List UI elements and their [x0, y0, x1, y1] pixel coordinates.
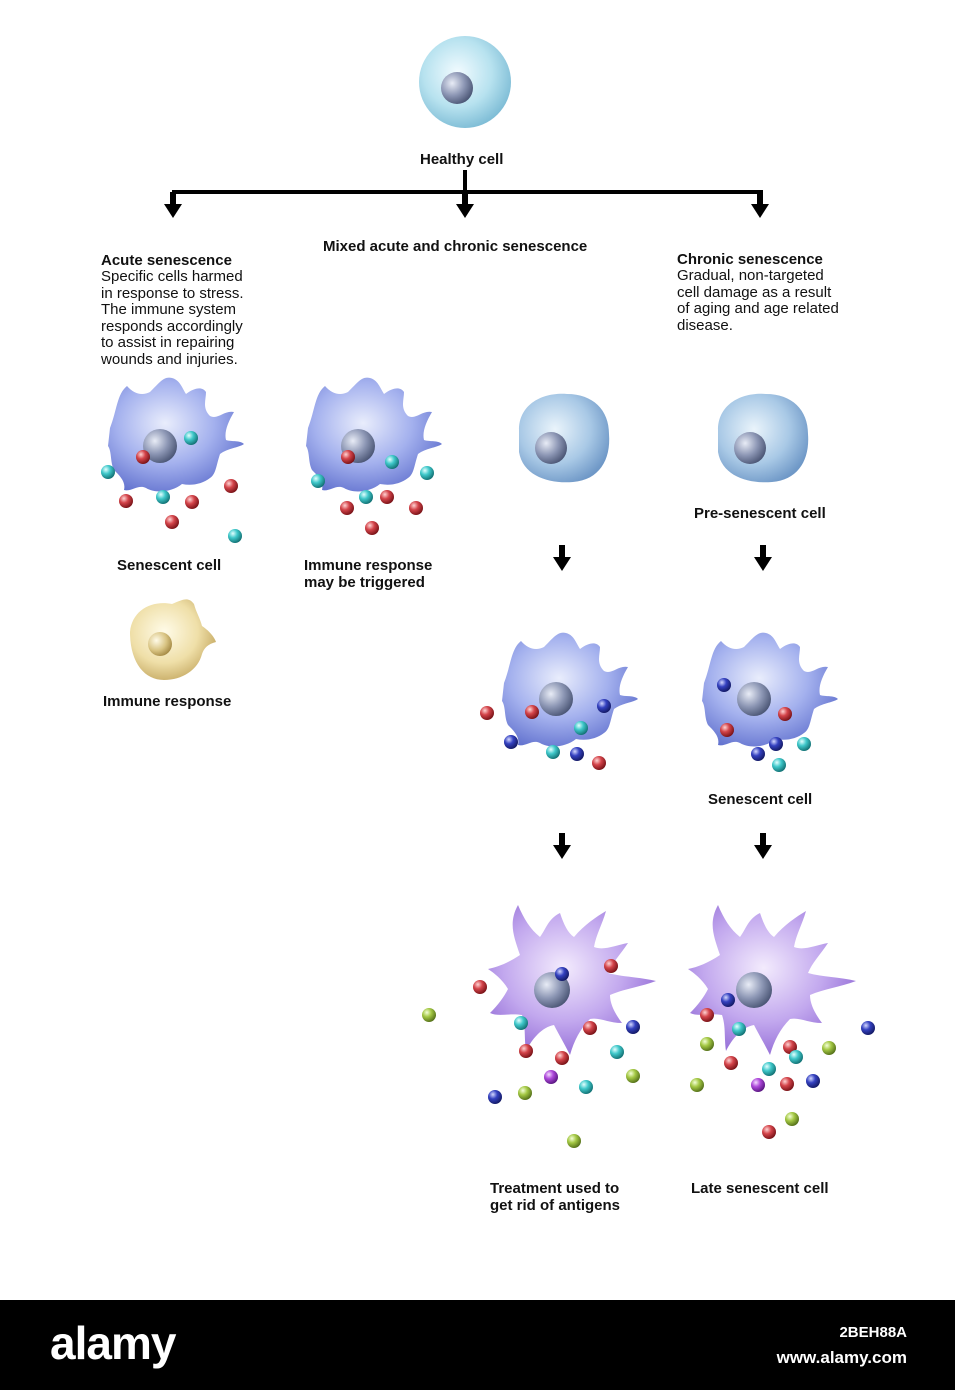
arrow-down-icon [553, 833, 571, 859]
branch-arrows [164, 192, 769, 218]
acute-senescent-cell [108, 377, 244, 492]
pre-senescent-label: Pre-senescent cell [694, 505, 826, 522]
treatment-label-line1: Treatment used to [490, 1180, 620, 1197]
late-senescent-label: Late senescent cell [691, 1180, 829, 1197]
arrow-down-icon [456, 192, 474, 218]
immune-triggered-label-line1: Immune response [304, 557, 433, 574]
arrow-down-icon [754, 833, 772, 859]
arrow-down-icon [553, 545, 571, 571]
senescent-cell-chronic-label: Senescent cell [708, 791, 813, 808]
senescent-cell-label: Senescent cell [117, 557, 222, 574]
acute-senescence-title: Acute senescence [101, 251, 232, 269]
pre-senescent-cell [718, 393, 809, 483]
healthy-cell [419, 36, 511, 128]
immune-cell [130, 599, 216, 680]
senescence-diagram [101, 36, 875, 1148]
chronic-senescence-title: Chronic senescence [677, 250, 823, 268]
immune-triggered-label-line2: may be triggered [304, 574, 425, 591]
arrow-down-icon [751, 192, 769, 218]
antigen-particles [101, 431, 875, 1148]
late-senescent-cell [688, 905, 856, 1055]
healthy-cell-label: Healthy cell [420, 151, 504, 168]
chronic-senescence-description: Gradual, non-targeted cell damage as a r… [677, 267, 839, 334]
immune-response-label: Immune response [103, 693, 232, 710]
image-id: 2BEH88A [839, 1324, 907, 1341]
mixed-senescence-title: Mixed acute and chronic senescence [323, 238, 588, 255]
arrow-down-icon [754, 545, 772, 571]
branch-connector [172, 170, 763, 194]
acute-senescence-description: Specific cells harmed in response to str… [101, 268, 244, 368]
treatment-label-line2: get rid of antigens [490, 1197, 621, 1214]
late-senescent-cell-mixed [488, 905, 656, 1055]
senescent-cell-mixed [502, 632, 638, 747]
step-arrows [553, 545, 772, 859]
alamy-logo: alamy [50, 1317, 176, 1369]
senescent-cell-chronic [702, 632, 838, 747]
watermark-footer: alamy 2BEH88A www.alamy.com [0, 1300, 955, 1390]
arrow-down-icon [164, 192, 182, 218]
pre-senescent-cell-mixed [519, 393, 610, 483]
site-url: www.alamy.com [776, 1348, 907, 1367]
